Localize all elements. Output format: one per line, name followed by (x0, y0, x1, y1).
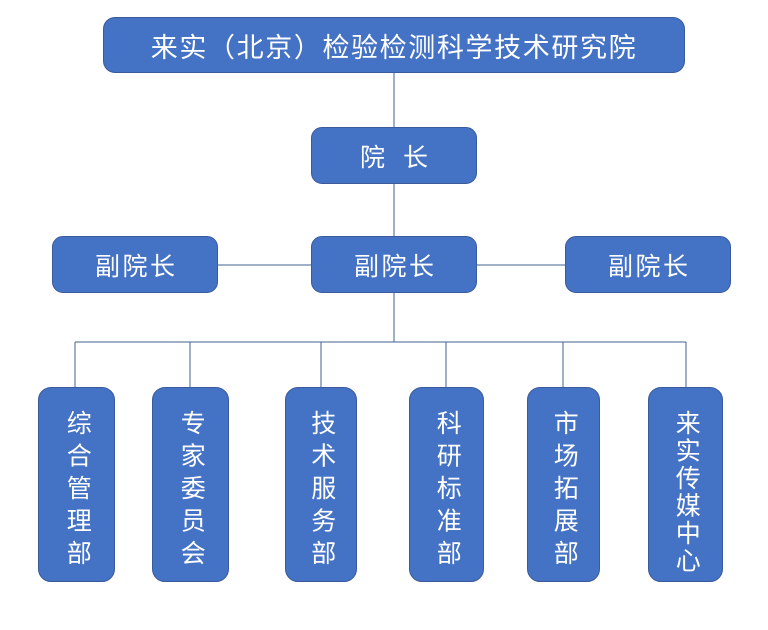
node-department-market-development-label: 市场拓展部 (550, 410, 579, 573)
node-department-expert-committee-label: 专家委员会 (177, 410, 206, 573)
node-director[interactable]: 院 长 (311, 127, 477, 184)
node-department-technical-service-label: 技术服务部 (307, 410, 336, 573)
node-deputy-director-center[interactable]: 副院长 (311, 236, 477, 293)
node-root-institute[interactable]: 来实（北京）检验检测科学技术研究院 (103, 17, 685, 73)
node-deputy-director-left[interactable]: 副院长 (52, 236, 218, 293)
node-root-institute-label: 来实（北京）检验检测科学技术研究院 (150, 32, 638, 63)
node-department-general-management-label: 综合管理部 (63, 410, 92, 573)
node-department-research-standards-label: 科研标准部 (433, 410, 462, 573)
node-department-expert-committee[interactable]: 专家委员会 (152, 387, 229, 582)
node-department-technical-service[interactable]: 技术服务部 (285, 387, 357, 582)
node-deputy-director-right[interactable]: 副院长 (565, 236, 731, 293)
node-deputy-director-center-label: 副院长 (353, 252, 437, 281)
node-director-label: 院 长 (360, 143, 434, 172)
node-department-general-management[interactable]: 综合管理部 (38, 387, 115, 582)
node-deputy-director-right-label: 副院长 (607, 252, 691, 281)
node-deputy-director-left-label: 副院长 (94, 252, 178, 281)
node-department-market-development[interactable]: 市场拓展部 (527, 387, 600, 582)
node-department-research-standards[interactable]: 科研标准部 (409, 387, 484, 582)
node-department-laishi-media-center[interactable]: 来实传媒中心 (648, 387, 723, 582)
node-department-laishi-media-center-label: 来实传媒中心 (672, 410, 701, 575)
